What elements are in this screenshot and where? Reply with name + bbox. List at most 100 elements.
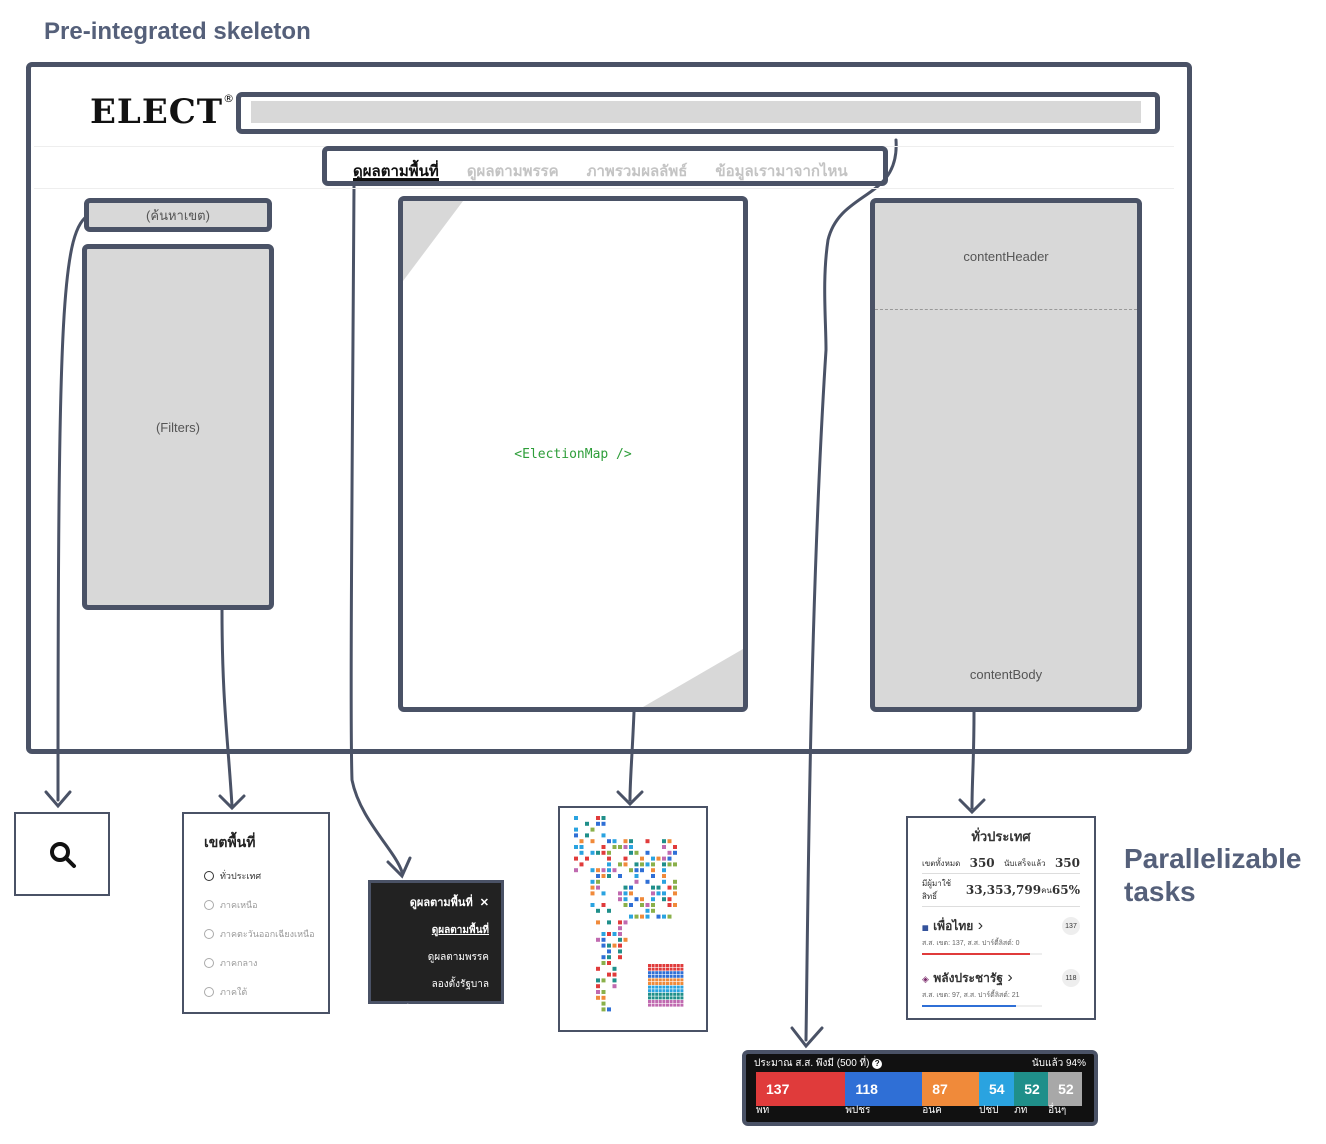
bkk-tile (662, 974, 666, 978)
search-icon[interactable] (16, 814, 108, 894)
map-tile (618, 845, 622, 849)
bkk-tile (658, 989, 662, 993)
bkk-tile (669, 971, 673, 975)
map-tile (667, 839, 672, 844)
map-tile (634, 897, 639, 902)
bkk-tile (662, 978, 666, 982)
seat-segment-labels: พทพปชรอนคปชปภทอื่นๆ (756, 1054, 1082, 1126)
bkk-tile (666, 982, 669, 985)
logo-mark: ® (223, 92, 236, 105)
map-tile (640, 862, 644, 867)
map-tile (596, 966, 600, 971)
filter-option-all[interactable]: ทั่วประเทศ (204, 869, 328, 883)
map-tile (623, 903, 628, 907)
party-row-pheuthai[interactable]: ▦ เพื่อไทย › ส.ส. เขต: 137, ส.ส. ปาร์ตี้… (922, 917, 1080, 955)
map-tile (574, 868, 578, 873)
party-logo-icon: ▦ (922, 925, 929, 932)
menu-item-government[interactable]: ลองตั้งรัฐบาล (431, 979, 489, 990)
diagram-heading: Pre-integrated skeleton (44, 18, 311, 45)
map-tile (629, 891, 633, 896)
menu-item-area[interactable]: ดูผลตามพื้นที่ (431, 925, 489, 936)
bkk-tile (662, 989, 666, 993)
bkk-tile (648, 982, 651, 985)
bkk-tile (648, 989, 651, 993)
bkk-tile (662, 982, 666, 985)
filter-option-south[interactable]: ภาคใต้ (204, 985, 328, 999)
map-tile (596, 978, 600, 983)
map-tile (596, 879, 600, 884)
map-tile (651, 891, 655, 896)
map-tile (656, 885, 661, 890)
filter-option-central[interactable]: ภาคกลาง (204, 956, 328, 970)
map-slot: <ElectionMap /> (398, 196, 748, 712)
seat-segment: 118 (845, 1072, 923, 1106)
map-tile (651, 885, 655, 890)
bkk-tile (655, 992, 659, 996)
bkk-tile (655, 1000, 659, 1003)
map-tile (656, 891, 661, 896)
map-tile (623, 937, 628, 942)
menu-item-about[interactable]: เกี่ยวกับ ELECT Live (399, 1006, 489, 1017)
map-tile (623, 885, 628, 890)
filters-slot-label: (Filters) (155, 419, 201, 435)
tab-sources[interactable]: ข้อมูลเรามาจากไหน (715, 163, 848, 180)
bkk-tile (658, 971, 662, 975)
party-bar-fill (922, 953, 1030, 955)
map-tile (673, 891, 677, 896)
filter-option-northeast[interactable]: ภาคตะวันออกเฉียงเหนือ (204, 927, 328, 941)
bkk-tile (658, 964, 662, 967)
filter-card: เขตพื้นที่ ทั่วประเทศ ภาคเหนือ ภาคตะวันอ… (182, 812, 330, 1014)
tab-party[interactable]: ดูผลตามพรรค (466, 163, 559, 180)
content-header-label: contentHeader (963, 249, 1049, 264)
bkk-tile (676, 971, 680, 975)
bkk-tile (669, 967, 673, 971)
map-tile (590, 827, 595, 832)
bkk-tile (662, 992, 666, 996)
bkk-tile (676, 978, 680, 982)
bkk-tile (648, 996, 651, 1000)
bkk-tile (651, 978, 655, 982)
tab-overview[interactable]: ภาพรวมผลลัพธ์ (586, 163, 688, 180)
map-tile (629, 914, 633, 919)
map-tile (662, 856, 666, 861)
bkk-tile (676, 982, 680, 985)
bkk-tile (651, 996, 655, 1000)
filter-option-label: ทั่วประเทศ (220, 871, 262, 881)
bkk-tile (655, 989, 659, 993)
map-tile (596, 937, 600, 942)
seat-segment: 87 (922, 1072, 979, 1106)
search-slot[interactable]: (ค้นหาเขต) (84, 198, 272, 232)
close-icon[interactable]: ✕ (479, 897, 489, 909)
filter-option-north[interactable]: ภาคเหนือ (204, 898, 328, 912)
bkk-tile (648, 964, 651, 967)
bkk-tile (673, 985, 677, 989)
bkk-tile (669, 982, 673, 985)
map-tile (645, 850, 650, 855)
bkk-tile (662, 967, 666, 971)
map-tile (612, 868, 617, 873)
bkk-tile (680, 967, 684, 971)
party-row-palangpracharath[interactable]: ◈ พลังประชารัฐ › ส.ส. เขต: 97, ส.ส. ปาร์… (922, 969, 1080, 1007)
menu-item-party[interactable]: ดูผลตามพรรค (427, 952, 489, 963)
tab-area[interactable]: ดูผลตามพื้นที่ (353, 159, 439, 181)
map-tile (667, 903, 672, 907)
bkk-tile (648, 974, 651, 978)
map-tile (645, 879, 650, 884)
map-tile (601, 874, 606, 878)
map-tile (629, 839, 633, 844)
map-tile (590, 891, 595, 896)
map-tile (596, 995, 600, 1000)
map-tile (585, 856, 589, 861)
map-tile (601, 868, 606, 873)
bkk-tile (655, 971, 659, 975)
map-tile (601, 978, 606, 983)
bkk-tile (655, 964, 659, 967)
bkk-tile (655, 985, 659, 989)
map-tile (623, 920, 628, 925)
seat-segment-label: พปชร (845, 1105, 871, 1116)
map-tile (601, 816, 606, 820)
help-icon[interactable]: ? (872, 1059, 883, 1069)
menu-card: ดูผลตามพื้นที่ ✕ ดูผลตามพื้นที่ ดูผลตามพ… (368, 880, 504, 1017)
map-tile (656, 914, 661, 919)
map-tile (601, 1007, 606, 1012)
